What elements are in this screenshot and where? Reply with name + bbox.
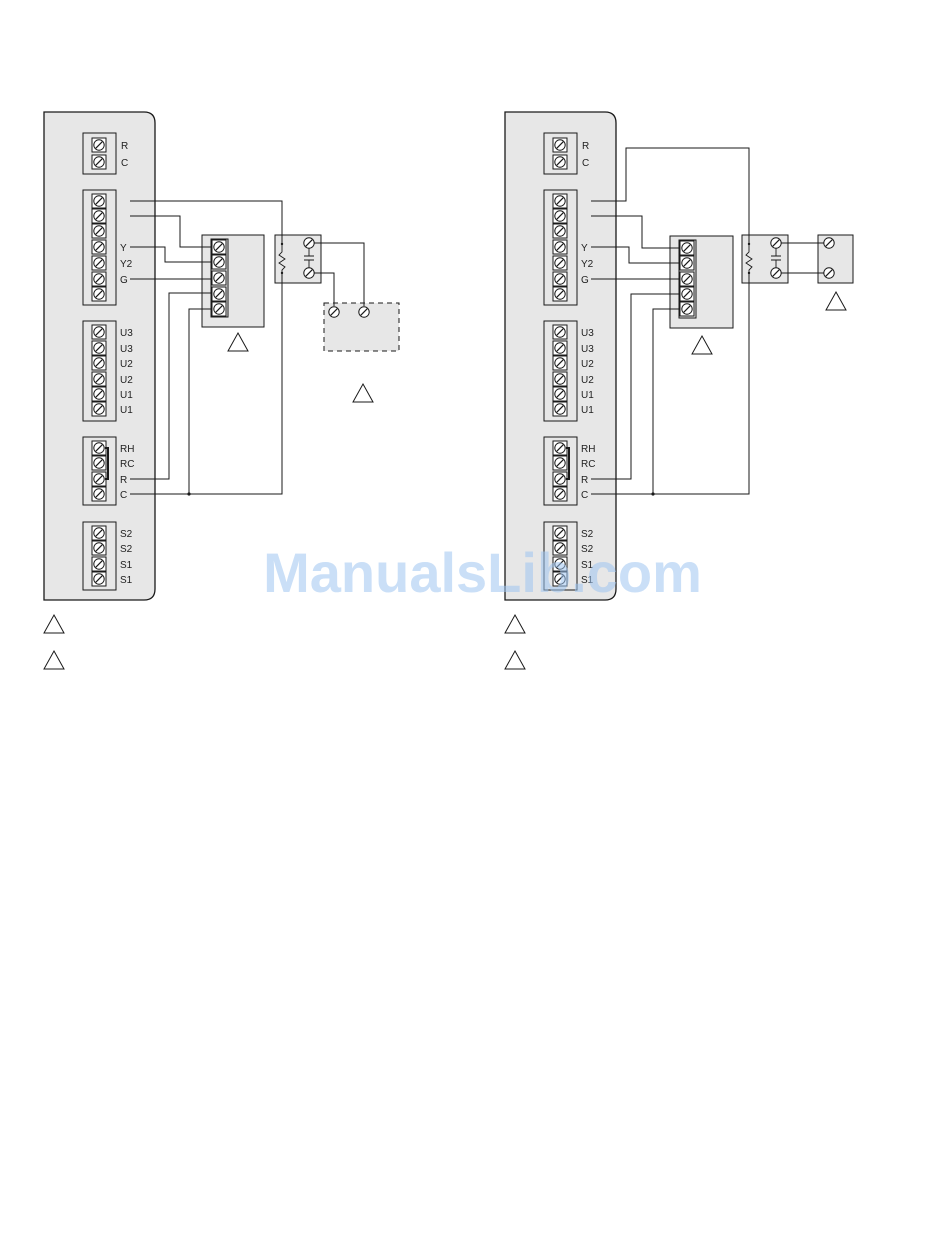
note-triangle	[692, 336, 712, 354]
terminal-label: S2	[120, 529, 133, 540]
terminal-label: U2	[581, 375, 594, 386]
terminal-label: C	[581, 490, 588, 501]
terminal-label: C	[582, 158, 589, 169]
terminal-label: RH	[120, 444, 134, 455]
terminal-label: S2	[120, 544, 133, 555]
terminal-label: U1	[581, 405, 594, 416]
terminal-label: U3	[581, 328, 594, 339]
terminal-label: S1	[120, 575, 133, 586]
left-wiring-diagram: R C Y Y2 G U3 U3 U2 U2 U1 U1 RH RC R C S…	[44, 112, 399, 669]
terminal-label: U3	[120, 328, 133, 339]
right-wiring-diagram: R C Y Y2 G U3 U3 U2 U2 U1 U1 RH RC R C S…	[505, 112, 853, 669]
note-triangle	[826, 292, 846, 310]
terminal-label: Y2	[120, 259, 133, 270]
note-triangle	[44, 651, 64, 669]
terminal-label: U3	[120, 344, 133, 355]
terminal-label: Y	[120, 243, 127, 254]
terminal-label: U2	[120, 375, 133, 386]
note-triangle	[353, 384, 373, 402]
terminal-label: G	[581, 275, 589, 286]
note-triangle	[44, 615, 64, 633]
device-box	[818, 235, 853, 283]
terminal-label: RC	[581, 459, 595, 470]
terminal-label: S1	[120, 560, 133, 571]
terminal-label: Y2	[581, 259, 594, 270]
terminal-label: G	[120, 275, 128, 286]
terminal-label: U1	[581, 390, 594, 401]
terminal-label: S2	[581, 544, 594, 555]
terminal-label: RH	[581, 444, 595, 455]
terminal-label: RC	[120, 459, 134, 470]
terminal-label: R	[121, 141, 128, 152]
note-triangle	[505, 615, 525, 633]
terminal-label: R	[581, 475, 588, 486]
terminal-label: R	[582, 141, 589, 152]
terminal-label: R	[120, 475, 127, 486]
note-triangle	[505, 651, 525, 669]
terminal-label: U3	[581, 344, 594, 355]
terminal-label: C	[120, 490, 127, 501]
terminal-label: U2	[120, 359, 133, 370]
note-triangle	[228, 333, 248, 351]
terminal-label: U1	[120, 390, 133, 401]
terminal-label: C	[121, 158, 128, 169]
terminal-label: U2	[581, 359, 594, 370]
terminal-label: U1	[120, 405, 133, 416]
terminal-label: S2	[581, 529, 594, 540]
terminal-label: S1	[581, 560, 594, 571]
terminal-label: S1	[581, 575, 594, 586]
terminal-label: Y	[581, 243, 588, 254]
